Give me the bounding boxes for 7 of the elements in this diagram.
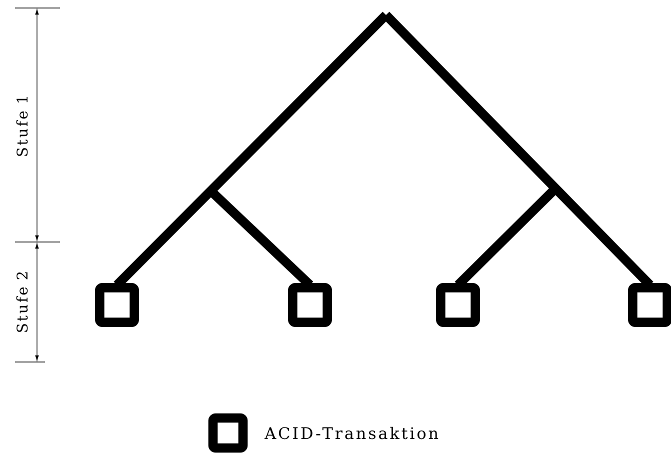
transaction-box <box>628 283 671 327</box>
transaction-box <box>288 283 332 327</box>
legend-label: ACID-Transaktion <box>264 426 438 440</box>
dimension-label: Stufe 1 <box>16 96 28 156</box>
transaction-box <box>95 283 139 327</box>
dimension-label: Stufe 2 <box>16 272 28 332</box>
transaction-box <box>436 283 480 327</box>
